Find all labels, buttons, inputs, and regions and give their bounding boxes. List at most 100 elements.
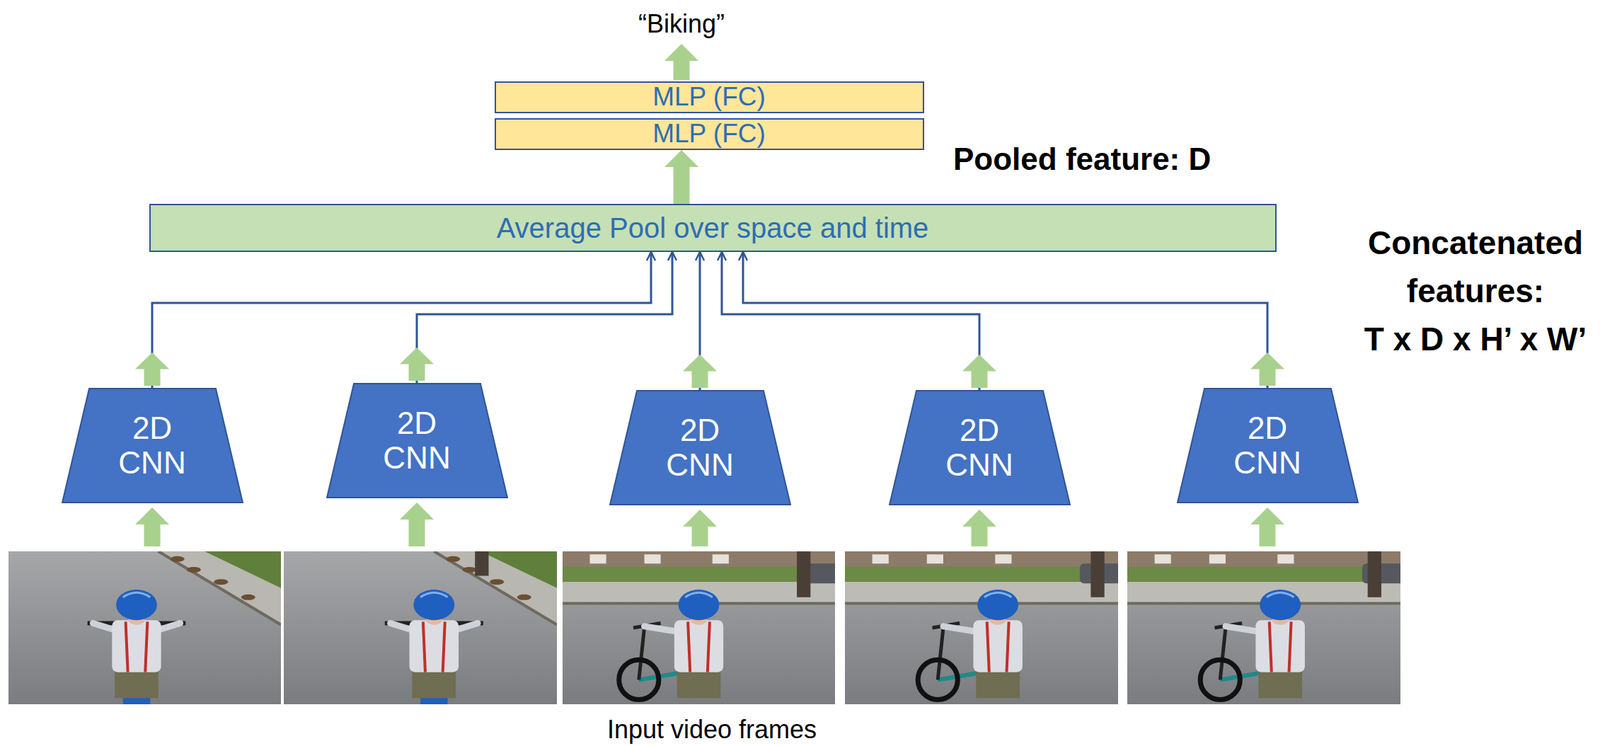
grass xyxy=(844,566,1119,583)
feature-connector xyxy=(721,251,980,390)
window xyxy=(712,554,729,564)
annotation-text: T x D x H’ x W’ xyxy=(1364,320,1587,359)
frame-input-arrow xyxy=(399,502,434,547)
neck xyxy=(426,615,443,625)
frame-input-arrow xyxy=(962,509,997,547)
window xyxy=(994,554,1012,564)
tree-trunk xyxy=(1090,551,1104,598)
arm xyxy=(943,626,982,633)
helmet-stripe xyxy=(1266,592,1295,597)
bike-wheel xyxy=(619,659,659,700)
cnn-label: 2D CNN xyxy=(382,406,451,475)
video-frame xyxy=(283,551,557,705)
window xyxy=(872,554,889,564)
cnn-label: 2D CNN xyxy=(665,413,734,482)
car xyxy=(796,563,836,584)
cnn-label: 2D CNN xyxy=(945,413,1013,482)
grass xyxy=(562,566,836,583)
road xyxy=(1127,551,1401,705)
feature-connector xyxy=(699,251,702,390)
output-arrow xyxy=(664,43,699,80)
cnn-output-arrow xyxy=(1250,352,1285,386)
helmet-stripe xyxy=(685,592,713,597)
bike-fork xyxy=(937,627,944,680)
feature-connector xyxy=(152,251,652,388)
pants xyxy=(114,667,159,698)
cnn-label: 2D CNN xyxy=(118,411,186,480)
leaves xyxy=(170,556,185,562)
window xyxy=(1154,554,1172,564)
mlp-layer-box: MLP (FC) xyxy=(494,81,925,114)
leaves xyxy=(241,594,256,601)
sidewalk xyxy=(844,581,1119,603)
window xyxy=(927,554,944,564)
output-class-label: “Biking” xyxy=(638,9,725,39)
pants xyxy=(677,667,722,698)
tree-trunk xyxy=(1367,551,1382,598)
suspender xyxy=(125,621,129,672)
curb xyxy=(433,551,557,625)
cnn-trapezoid: 2D CNN xyxy=(1176,387,1359,504)
suspender xyxy=(423,621,426,672)
neck xyxy=(690,615,707,625)
shirt xyxy=(973,619,1022,672)
cnn-output-arrow xyxy=(682,354,717,388)
window xyxy=(1209,554,1226,564)
feature-connector xyxy=(416,251,673,383)
helmet xyxy=(678,589,720,620)
trapezoid-shape xyxy=(62,388,243,503)
suspender xyxy=(1006,621,1010,672)
trapezoid-shape xyxy=(1177,388,1358,503)
cnn-output-arrow xyxy=(962,354,997,388)
handlebar xyxy=(932,623,961,628)
layer-label: MLP (FC) xyxy=(652,82,766,112)
helmet-stripe xyxy=(984,592,1012,597)
sidewalk xyxy=(158,551,281,625)
sidewalk xyxy=(433,551,557,625)
curb xyxy=(158,551,281,625)
cnn-trapezoid: 2D CNN xyxy=(888,389,1071,506)
layer-label: MLP (FC) xyxy=(652,119,766,149)
suspender xyxy=(145,621,148,672)
arm xyxy=(92,623,118,632)
helmet-stripe xyxy=(420,592,448,597)
suspender xyxy=(1289,621,1292,672)
curb xyxy=(562,601,836,605)
frame-input-arrow xyxy=(135,507,170,547)
arm xyxy=(452,623,478,632)
frame-input-arrow xyxy=(682,509,717,547)
bike-fork xyxy=(639,627,645,680)
helmet-stripe xyxy=(123,592,151,597)
neck xyxy=(990,615,1007,625)
helmet xyxy=(977,589,1019,620)
neck xyxy=(1272,615,1289,625)
frame-input-arrow xyxy=(1250,507,1285,547)
window xyxy=(644,554,661,564)
annotation-text: Concatenated features: xyxy=(1358,218,1593,315)
suspender xyxy=(707,621,710,672)
bike-rear xyxy=(123,693,151,705)
shirt xyxy=(674,619,724,672)
trapezoid-shape xyxy=(889,390,1070,505)
suspender xyxy=(1269,621,1272,672)
tree-trunk xyxy=(796,551,811,598)
annotation-text: Pooled feature: D xyxy=(953,141,1211,178)
video-frame xyxy=(8,551,281,705)
grass xyxy=(204,551,281,589)
neck xyxy=(128,615,145,625)
video-frame xyxy=(1127,551,1401,705)
bike-frame xyxy=(1219,670,1275,680)
flow-arrow xyxy=(664,150,699,204)
road xyxy=(562,551,836,705)
suspender xyxy=(442,621,446,672)
shirt xyxy=(111,619,161,672)
trapezoid-shape xyxy=(326,383,508,498)
houses xyxy=(1127,551,1401,570)
handlebar xyxy=(1215,623,1243,628)
cnn-output-arrow xyxy=(399,347,434,381)
leaves xyxy=(462,566,477,573)
feature-connector xyxy=(743,251,1268,388)
window xyxy=(590,554,607,564)
arm xyxy=(390,623,416,632)
